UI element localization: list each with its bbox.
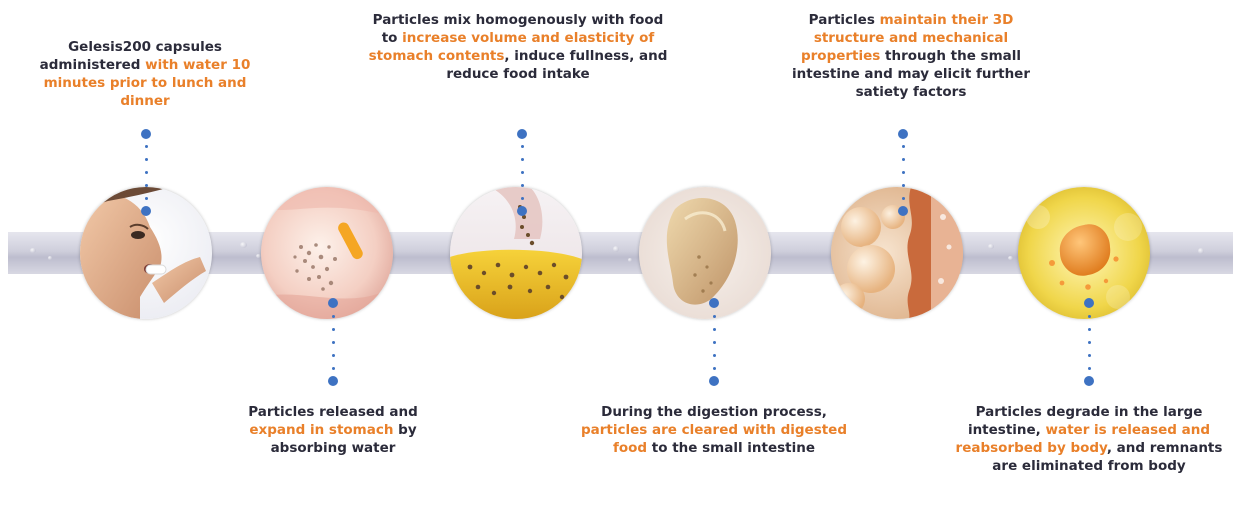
connector-dot (1088, 315, 1091, 318)
connector-dot (145, 184, 148, 187)
connector-dot (713, 341, 716, 344)
small-intestine-particles-icon (831, 187, 963, 319)
connector-dot (902, 145, 905, 148)
connector-dot (332, 328, 335, 331)
connector-dot (521, 145, 524, 148)
connector-dot (521, 171, 524, 174)
step-2-image (261, 187, 393, 319)
connector-dot (1088, 328, 1091, 331)
step-3-image (450, 187, 582, 319)
connector-dot (145, 158, 148, 161)
connector-dot (332, 354, 335, 357)
step-3-caption: Particles mix homogenously with food to … (368, 11, 668, 83)
step-4-caption: During the digestion process, particles … (579, 403, 849, 457)
connector-dot (902, 171, 905, 174)
connector-dot (145, 145, 148, 148)
step-6-caption: Particles degrade in the large intestine… (944, 403, 1233, 475)
connector-end-dot (328, 376, 338, 386)
connector-dot (521, 158, 524, 161)
step-2-caption: Particles released and expand in stomach… (223, 403, 443, 457)
connector-dot (521, 197, 524, 200)
connector-dot (902, 197, 905, 200)
particles-mixing-with-food-icon (450, 187, 582, 319)
connector-dot (902, 184, 905, 187)
connector-end-dot (1084, 376, 1094, 386)
connector-end-dot (1084, 298, 1094, 308)
connector-dot (332, 367, 335, 370)
step-5-caption: Particles maintain their 3D structure an… (776, 11, 1046, 101)
connector-dot (713, 367, 716, 370)
connector-end-dot (898, 129, 908, 139)
step-5-image (831, 187, 963, 319)
connector-end-dot (898, 206, 908, 216)
caption-highlight: expand in stomach (249, 422, 393, 438)
connector-end-dot (141, 206, 151, 216)
caption-text: Particles released and (248, 404, 418, 420)
connector-dot (1088, 367, 1091, 370)
connector-end-dot (709, 298, 719, 308)
connector-dot (1088, 354, 1091, 357)
connector-end-dot (517, 129, 527, 139)
caption-text: Particles (809, 12, 880, 28)
connector-dot (332, 341, 335, 344)
step-4-image (639, 187, 771, 319)
connector-dot (521, 184, 524, 187)
connector-dot (713, 328, 716, 331)
caption-text: to the small intestine (647, 440, 815, 456)
stomach-digestion-icon (639, 187, 771, 319)
connector-end-dot (141, 129, 151, 139)
connector-dot (332, 315, 335, 318)
connector-end-dot (328, 298, 338, 308)
connector-dot (713, 315, 716, 318)
connector-end-dot (517, 206, 527, 216)
connector-dot (713, 354, 716, 357)
step-1-caption: Gelesis200 capsules administered with wa… (25, 38, 265, 110)
connector-end-dot (709, 376, 719, 386)
connector-dot (145, 171, 148, 174)
connector-dot (902, 158, 905, 161)
caption-text: During the digestion process, (601, 404, 827, 420)
connector-dot (145, 197, 148, 200)
stomach-particles-release-icon (261, 187, 393, 319)
connector-dot (1088, 341, 1091, 344)
